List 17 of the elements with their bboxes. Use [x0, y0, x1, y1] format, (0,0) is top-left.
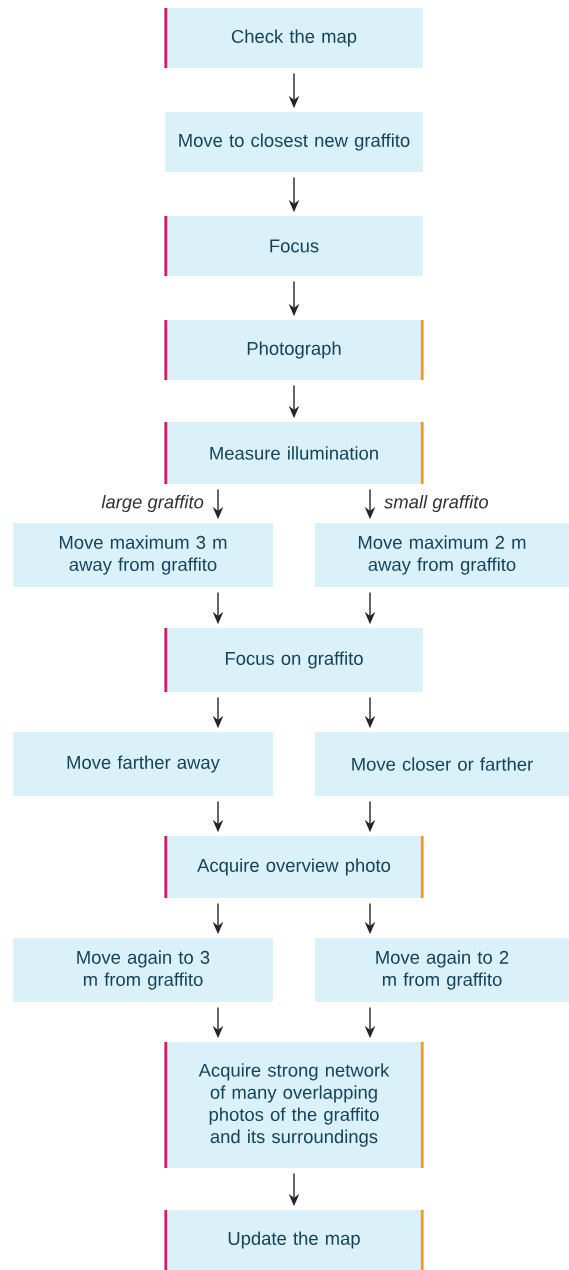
process-box: Move again to 3 m from graffito [13, 938, 273, 1002]
process-box: Focus [164, 216, 423, 276]
process-box: Move farther away [13, 732, 273, 796]
process-box: Acquire strong network of many overlapping photos of the graffito and its surroundings [164, 1042, 424, 1168]
edge-label: large graffito [99, 493, 206, 514]
process-box: Measure illumination [164, 422, 424, 484]
process-box: Move closer or farther [315, 732, 569, 796]
process-box: Check the map [164, 8, 423, 68]
edge-label: small graffito [382, 493, 491, 514]
process-box: Update the map [164, 1210, 424, 1270]
process-box: Focus on graffito [164, 628, 423, 692]
process-box: Acquire overview photo [164, 836, 424, 898]
process-box: Move maximum 2 m away from graffito [315, 523, 569, 587]
process-box: Move maximum 3 m away from graffito [13, 523, 273, 587]
process-box: Move again to 2 m from graffito [315, 938, 569, 1002]
process-box: Move to closest new graffito [165, 112, 423, 172]
process-box: Photograph [164, 320, 424, 380]
